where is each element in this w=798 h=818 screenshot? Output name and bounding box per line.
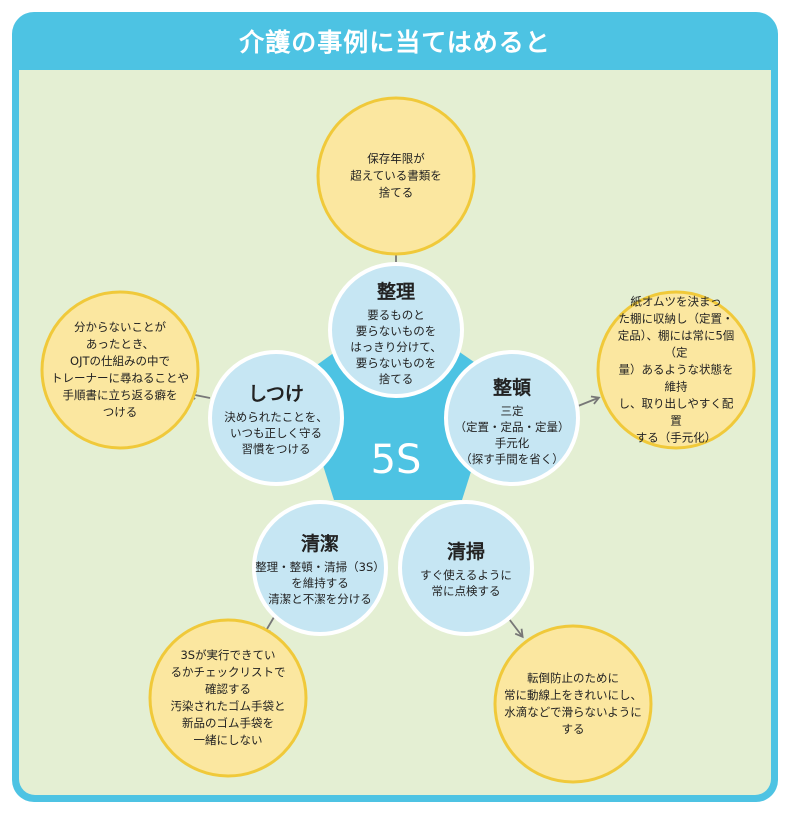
principle-description: 三定 （定置・定品・定量） 手元化 （探す手間を省く）	[454, 404, 570, 466]
principle-heading: 清掃	[446, 541, 485, 563]
principle-label-5: しつけ決められたことを、 いつも正しく守る 習慣をつける	[224, 379, 328, 457]
principle-circle-2	[444, 350, 580, 486]
principle-heading: 整頓	[492, 377, 531, 399]
principle-heading: しつけ	[248, 383, 304, 405]
principle-description: 要るものと 要らないものを はっきり分けて、 要らないものを 捨てる	[350, 308, 442, 386]
example-text-3: 転倒防止のために 常に動線上をきれいにし、 水滴などで滑らないように する	[504, 671, 642, 736]
principle-circle-5	[208, 350, 344, 486]
principle-label-2: 整頓三定 （定置・定品・定量） 手元化 （探す手間を省く）	[455, 373, 570, 467]
example-text-4: 3Sが実行できてい るかチェックリストで 確認する 汚染されたゴム手袋と 新品の…	[170, 648, 286, 747]
principle-label-1: 整理要るものと 要らないものを はっきり分けて、 要らないものを 捨てる	[350, 277, 441, 387]
center-5s-label: 5S	[370, 437, 422, 483]
principle-heading: 清潔	[300, 533, 339, 555]
principle-label-3: 清掃すぐ使えるように 常に点検する	[420, 537, 512, 599]
arrow-2	[577, 395, 601, 407]
principle-circle-1	[328, 262, 464, 398]
example-text-1: 保存年限が 超えている書類を 捨てる	[350, 151, 442, 200]
principle-circle-3	[398, 500, 534, 636]
example-circle-4	[148, 618, 308, 778]
example-circle-5	[40, 290, 200, 450]
example-circle-1	[316, 96, 476, 256]
example-circle-3	[493, 624, 653, 784]
principle-description: すぐ使えるように 常に点検する	[420, 568, 512, 598]
diagram-title: 介護の事例に当てはめると	[239, 28, 551, 57]
principle-description: 整理・整頓・清掃（3S） を維持する 清潔と不潔を分ける	[255, 560, 385, 606]
example-text-5: 分からないことが あったとき、 OJTの仕組みの中で トレーナーに尋ねることや …	[51, 320, 189, 419]
principle-description: 決められたことを、 いつも正しく守る 習慣をつける	[224, 410, 328, 456]
example-circle-2	[596, 290, 756, 450]
principle-circle-4	[252, 500, 388, 636]
principle-heading: 整理	[376, 281, 415, 303]
principle-label-4: 清潔整理・整頓・清掃（3S） を維持する 清潔と不潔を分ける	[255, 529, 385, 607]
example-text-2: 紙オムツを決まっ た棚に収納し（定置・ 定品）、棚には常に5個（定 量）あるよう…	[617, 294, 735, 445]
